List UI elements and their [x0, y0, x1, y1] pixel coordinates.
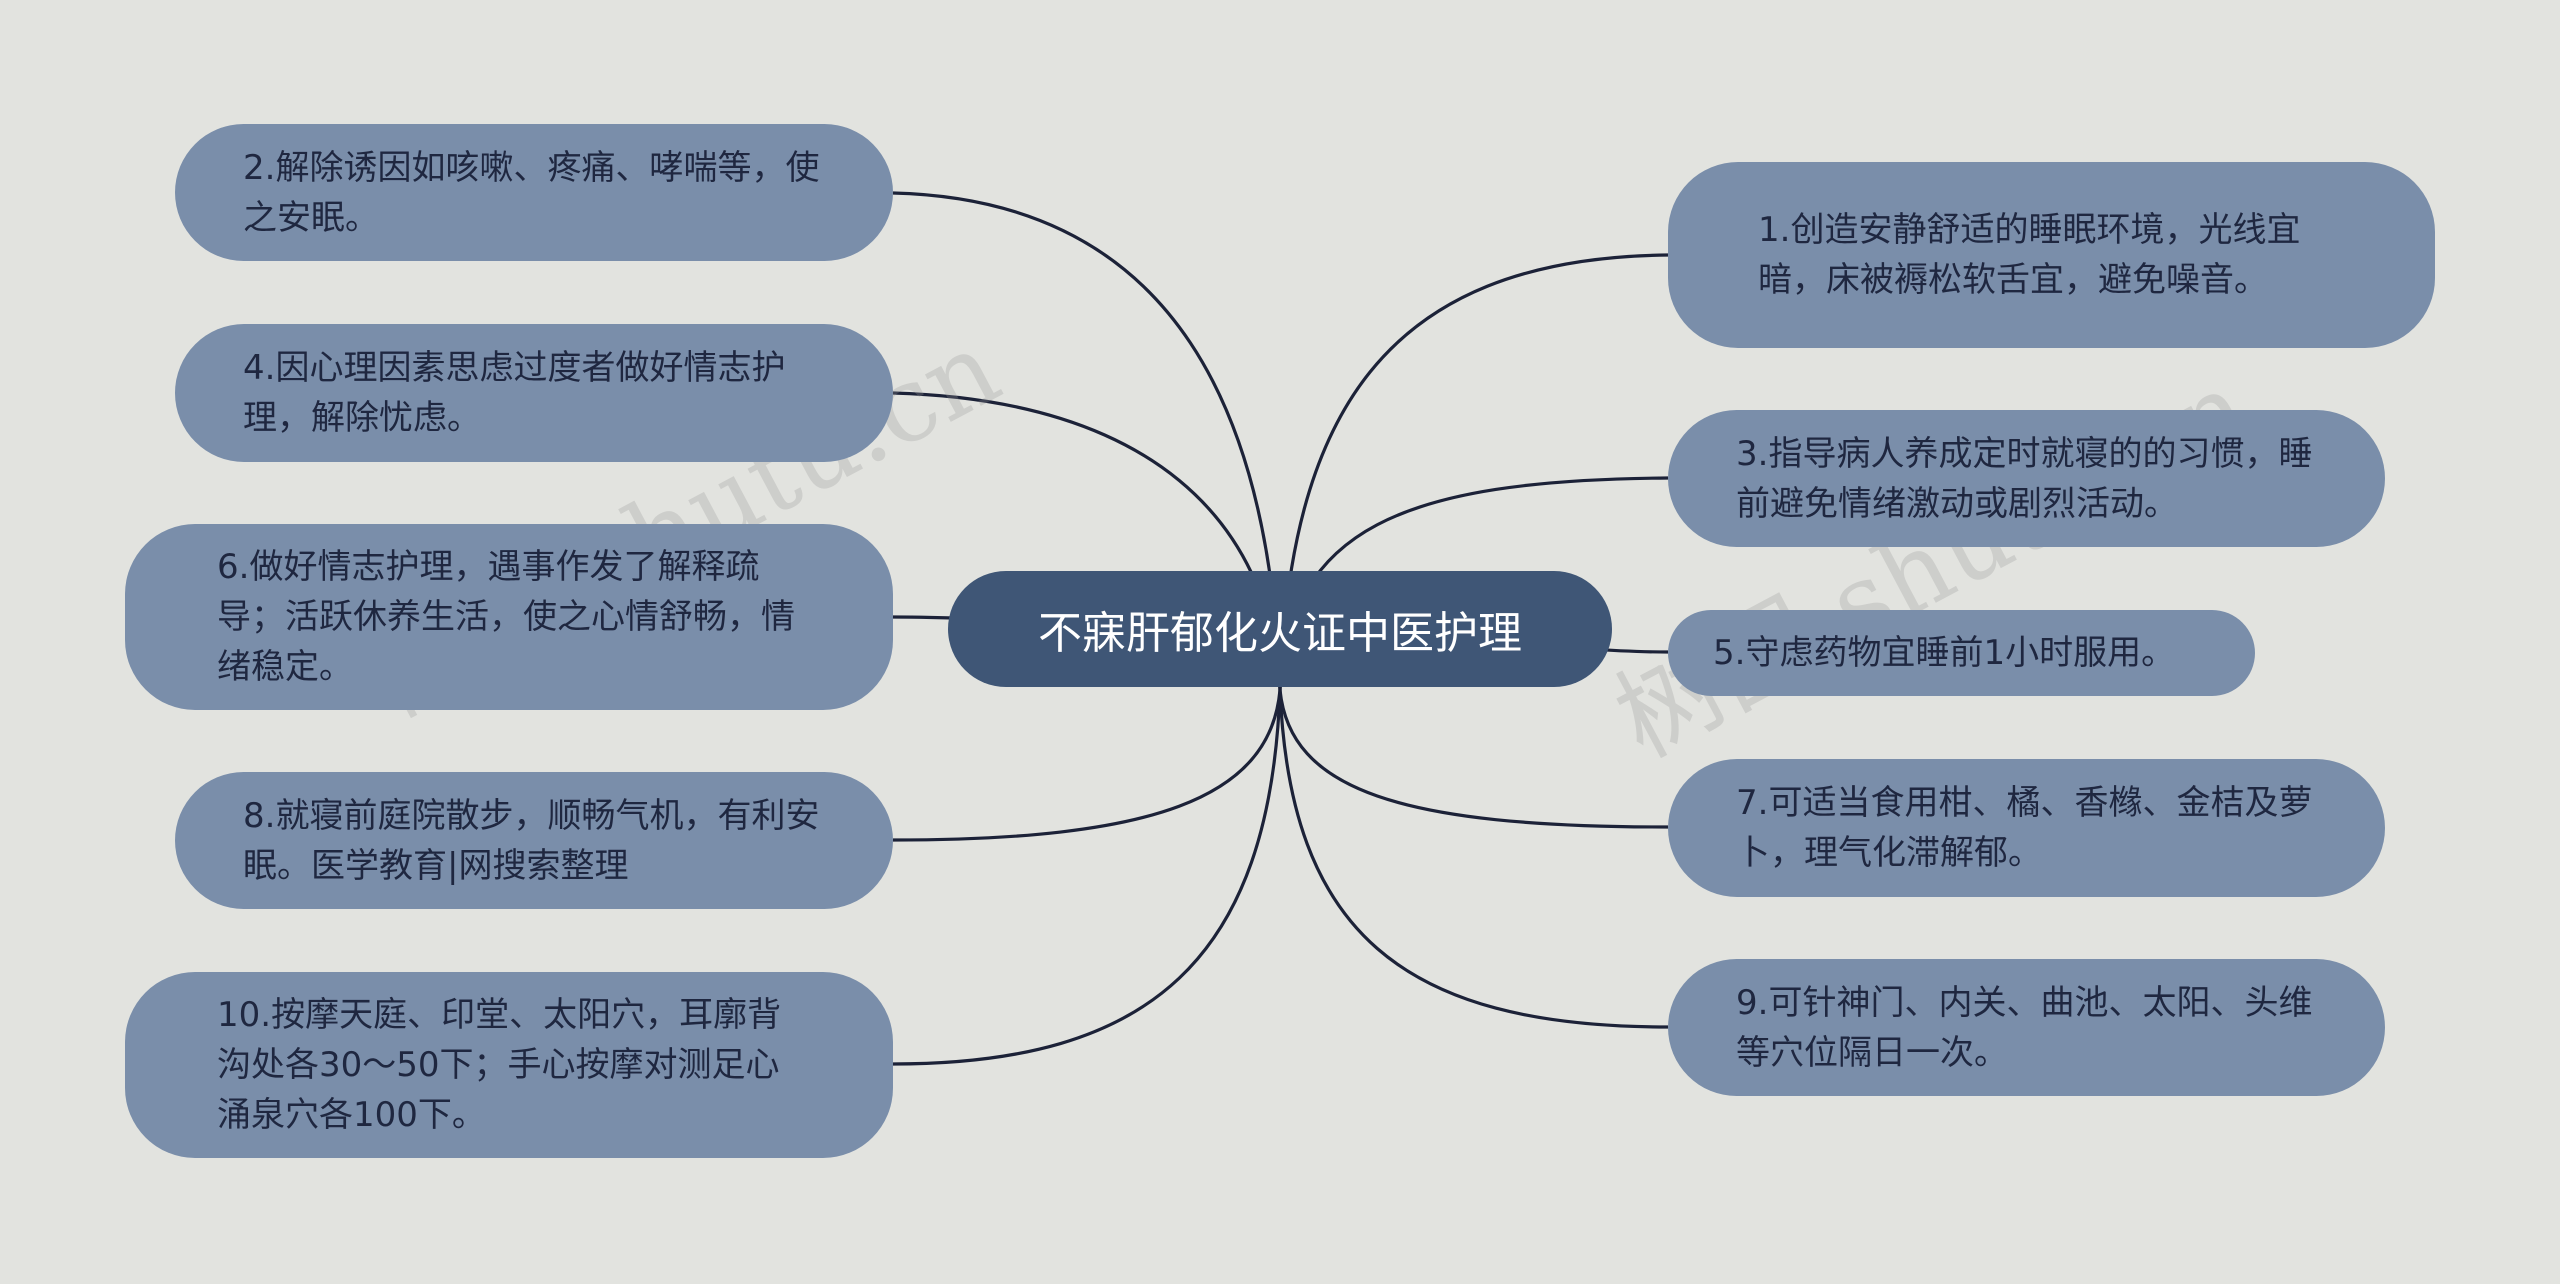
- right-node-9[interactable]: 9.可针神门、内关、曲池、太阳、头维等穴位隔日一次。: [1668, 959, 2385, 1096]
- connector-left-4: [892, 689, 1282, 842]
- left-node-10-text: 10.按摩天庭、印堂、太阳穴，耳廓背沟处各30～50下；手心按摩对测足心涌泉穴各…: [217, 995, 782, 1135]
- left-node-4[interactable]: 4.因心理因素思虑过度者做好情志护理，解除忧虑。: [175, 324, 893, 462]
- left-node-6[interactable]: 6.做好情志护理，遇事作发了解释疏导；活跃休养生活，使之心情舒畅，情绪稳定。: [125, 524, 893, 710]
- connector-left-5: [892, 689, 1282, 1066]
- connector-right-4: [1278, 689, 1669, 829]
- right-node-9-text: 9.可针神门、内关、曲池、太阳、头维等穴位隔日一次。: [1736, 982, 2313, 1073]
- right-node-1[interactable]: 1.创造安静舒适的睡眠环境，光线宜暗，床被褥松软舌宜，避免噪音。: [1668, 162, 2435, 348]
- left-node-10[interactable]: 10.按摩天庭、印堂、太阳穴，耳廓背沟处各30～50下；手心按摩对测足心涌泉穴各…: [125, 972, 893, 1158]
- central-topic[interactable]: 不寐肝郁化火证中医护理: [948, 571, 1612, 687]
- left-node-8-text: 8.就寝前庭院散步，顺畅气机，有利安眠。医学教育|网搜索整理: [243, 795, 820, 886]
- left-node-2[interactable]: 2.解除诱因如咳嗽、疼痛、哮喘等，使之安眠。: [175, 124, 893, 261]
- right-node-7-text: 7.可适当食用柑、橘、香橼、金桔及萝卜，理气化滞解郁。: [1736, 783, 2313, 873]
- right-node-3[interactable]: 3.指导病人养成定时就寝的的习惯，睡前避免情绪激动或剧烈活动。: [1668, 410, 2385, 547]
- right-node-5-text: 5.守虑药物宜睡前1小时服用。: [1713, 633, 2176, 673]
- left-node-8[interactable]: 8.就寝前庭院散步，顺畅气机，有利安眠。医学教育|网搜索整理: [175, 772, 893, 909]
- left-node-4-text: 4.因心理因素思虑过度者做好情志护理，解除忧虑。: [243, 348, 786, 438]
- left-node-6-text: 6.做好情志护理，遇事作发了解释疏导；活跃休养生活，使之心情舒畅，情绪稳定。: [217, 547, 795, 687]
- right-node-1-text: 1.创造安静舒适的睡眠环境，光线宜暗，床被褥松软舌宜，避免噪音。: [1758, 210, 2301, 300]
- right-node-7[interactable]: 7.可适当食用柑、橘、香橼、金桔及萝卜，理气化滞解郁。: [1668, 759, 2385, 897]
- right-node-5[interactable]: 5.守虑药物宜睡前1小时服用。: [1668, 610, 2255, 696]
- connector-right-5: [1278, 689, 1669, 1029]
- left-node-2-text: 2.解除诱因如咳嗽、疼痛、哮喘等，使之安眠。: [243, 147, 820, 238]
- right-node-3-text: 3.指导病人养成定时就寝的的习惯，睡前避免情绪激动或剧烈活动。: [1736, 433, 2313, 524]
- central-topic-title: 不寐肝郁化火证中医护理: [1038, 608, 1522, 659]
